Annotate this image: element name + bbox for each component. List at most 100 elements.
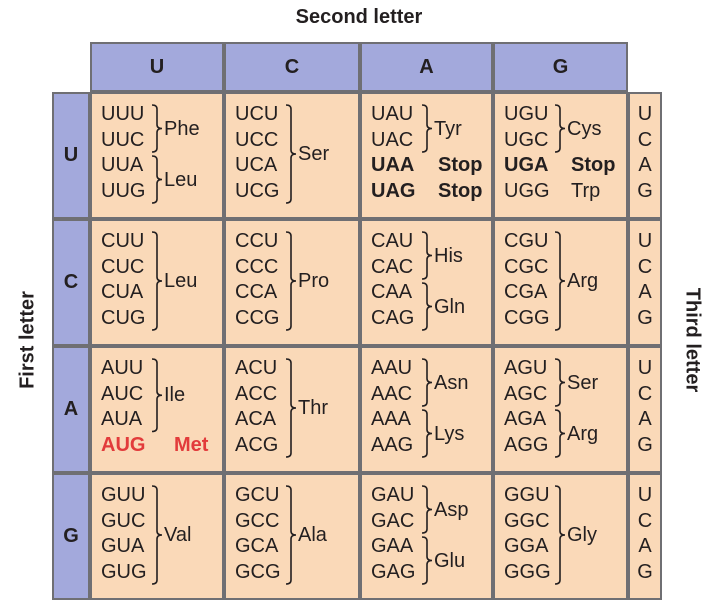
brace	[421, 409, 433, 458]
first-letter-u: U	[52, 92, 90, 219]
amino-acid-label: Pro	[298, 270, 330, 292]
codon: ACA	[235, 408, 277, 430]
amino-acid-label: Arg	[567, 422, 599, 445]
codon: CUU	[101, 230, 145, 252]
codon: UGC	[504, 128, 549, 151]
first-letter-a: A	[52, 346, 90, 473]
amino-acid-label: His	[434, 244, 463, 267]
third-letter-a: A	[638, 408, 652, 430]
brace	[421, 104, 433, 153]
amino-acid-label: Stop	[438, 179, 483, 202]
codon: GUC	[101, 509, 146, 532]
amino-acid-label: Stop	[571, 154, 616, 176]
codon: AUU	[101, 357, 144, 379]
codon: CAC	[371, 255, 414, 278]
amino-acid-label: Asn	[434, 371, 469, 394]
amino-acid-label: Gly	[567, 524, 597, 546]
codon: ACC	[235, 382, 278, 405]
codon: GAU	[371, 484, 415, 506]
codon: CCC	[235, 255, 279, 278]
third-letter-c: C	[637, 382, 653, 405]
codon: GCU	[235, 484, 280, 506]
amino-acid-label: Tyr	[434, 117, 462, 140]
brace	[285, 358, 297, 458]
second-letter-a: A	[360, 42, 493, 92]
codon: AUC	[101, 382, 144, 405]
third-letter-g: G	[637, 179, 653, 202]
codon: GCA	[235, 535, 279, 557]
codon: GUG	[101, 560, 147, 583]
codon: UAG	[371, 179, 416, 202]
amino-acid-label: Gln	[434, 295, 466, 318]
brace	[151, 358, 163, 433]
third-letter-u: U	[637, 230, 653, 252]
third-letter-c: C	[637, 128, 653, 151]
third-letter-a: A	[638, 154, 652, 176]
first-letter-title: First letter	[16, 291, 39, 389]
amino-acid-label: Trp	[571, 179, 601, 202]
codon: ACU	[235, 357, 278, 379]
brace	[554, 104, 566, 153]
amino-acid-label: Ala	[298, 524, 327, 546]
codon: UCC	[235, 128, 279, 151]
codon: UGA	[504, 154, 549, 176]
brace	[421, 536, 433, 585]
brace	[421, 485, 433, 534]
brace	[285, 104, 297, 204]
brace	[554, 358, 566, 407]
brace	[151, 155, 163, 204]
codon: UCA	[235, 154, 278, 176]
amino-acid-label: Stop	[438, 154, 483, 176]
third-letter-c: C	[637, 509, 653, 532]
second-letter-g: G	[493, 42, 628, 92]
third-letter-u: U	[637, 484, 653, 506]
third-letter-u: U	[637, 103, 653, 125]
brace	[421, 282, 433, 331]
brace	[554, 485, 566, 585]
codon: UAU	[371, 103, 414, 125]
codon: UCU	[235, 103, 279, 125]
amino-acid-label: Met	[174, 433, 209, 456]
codon: CAA	[371, 281, 413, 303]
codon: AAC	[371, 382, 413, 405]
brace	[151, 104, 163, 153]
codon: UCG	[235, 179, 280, 202]
amino-acid-label: Phe	[164, 117, 200, 140]
third-letter-u: U	[637, 357, 653, 379]
amino-acid-label: Leu	[164, 168, 198, 191]
amino-acid-label: Cys	[567, 117, 602, 140]
codon: GAA	[371, 535, 414, 557]
brace	[421, 231, 433, 280]
codon: AUA	[101, 408, 143, 430]
codon: GCC	[235, 509, 280, 532]
codon: UUU	[101, 103, 145, 125]
codon: CGA	[504, 281, 548, 303]
brace	[554, 231, 566, 331]
codon: CAU	[371, 230, 414, 252]
amino-acid-label: Lys	[434, 422, 465, 445]
amino-acid-label: Val	[164, 524, 192, 546]
brace	[151, 231, 163, 331]
codon: CCG	[235, 306, 280, 329]
third-letter-g: G	[637, 433, 653, 456]
codon: AUG	[101, 433, 146, 456]
brace	[554, 409, 566, 458]
codon: CGU	[504, 230, 549, 252]
codon: UAC	[371, 128, 414, 151]
third-letter-g: G	[637, 560, 653, 583]
second-letter-u: U	[90, 42, 224, 92]
